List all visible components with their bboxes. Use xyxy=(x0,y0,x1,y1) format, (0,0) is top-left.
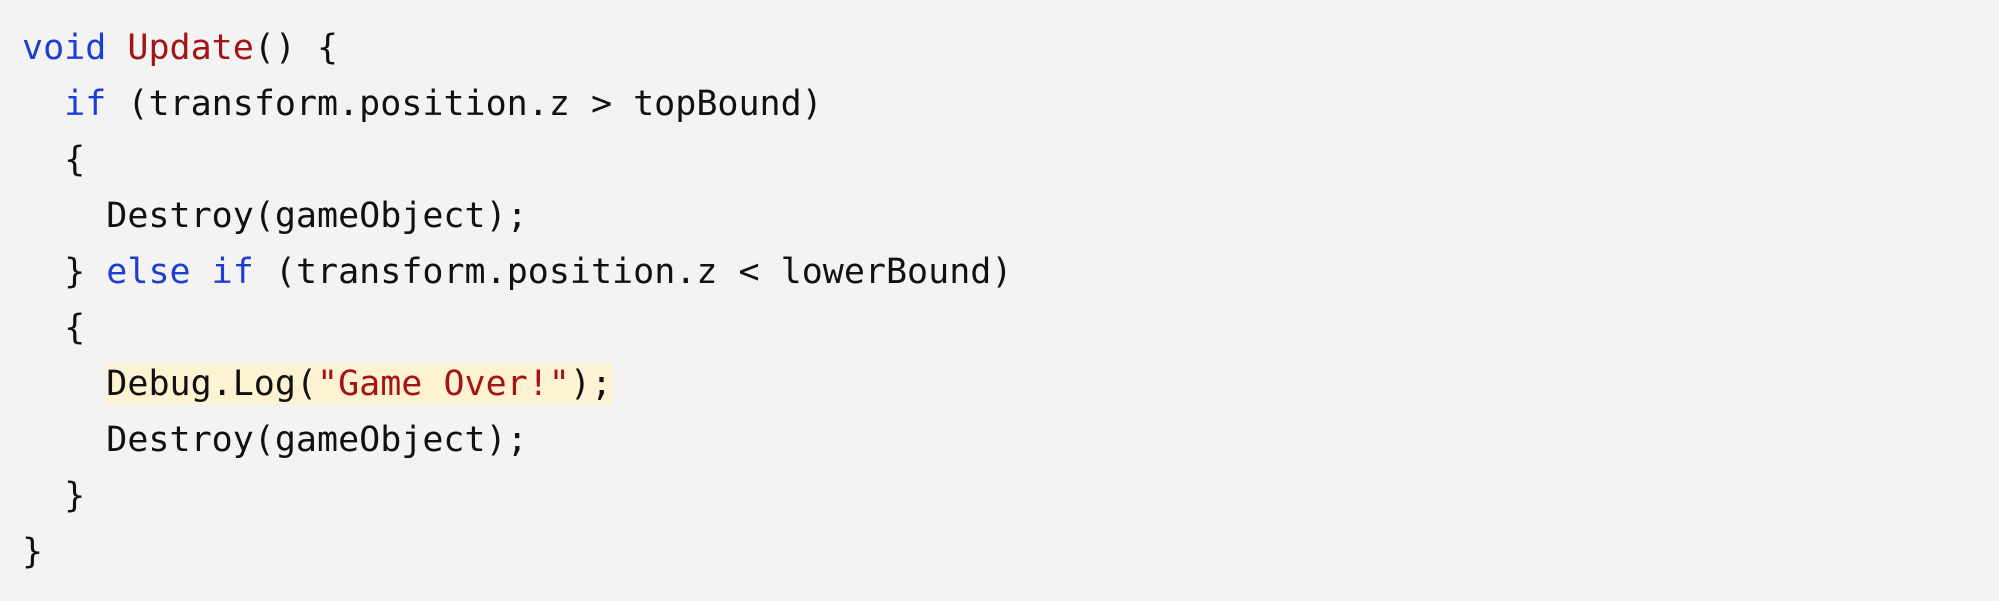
keyword-void: void xyxy=(22,28,107,68)
code-text: { xyxy=(22,140,86,180)
code-text: (transform.position.z < lowerBound) xyxy=(253,252,1013,292)
code-line-9: } xyxy=(22,468,1999,524)
code-text: (transform.position.z > topBound) xyxy=(106,84,823,124)
space xyxy=(191,252,212,292)
function-name-update: Update xyxy=(127,28,254,68)
code-line-10: } xyxy=(22,524,1999,580)
keyword-if: if xyxy=(64,84,107,124)
indent xyxy=(22,364,106,404)
indent xyxy=(22,84,64,124)
space xyxy=(106,28,127,68)
keyword-else: else xyxy=(106,252,191,292)
code-line-4: Destroy(gameObject); xyxy=(22,188,1999,244)
code-line-1: void Update() { xyxy=(22,20,1999,76)
code-text: } xyxy=(22,476,86,516)
code-text: Debug.Log( xyxy=(106,364,318,404)
code-text: } xyxy=(22,252,107,292)
code-text: Destroy(gameObject); xyxy=(22,196,528,236)
code-text: Destroy(gameObject); xyxy=(22,420,528,460)
code-line-5: } else if (transform.position.z < lowerB… xyxy=(22,244,1999,300)
code-text: { xyxy=(22,308,86,348)
code-line-8: Destroy(gameObject); xyxy=(22,412,1999,468)
code-text: ); xyxy=(569,364,613,404)
highlighted-statement: Debug.Log("Game Over!"); xyxy=(106,364,613,404)
code-line-2: if (transform.position.z > topBound) xyxy=(22,76,1999,132)
code-text: } xyxy=(22,532,44,572)
string-literal: "Game Over!" xyxy=(317,364,570,404)
code-line-7: Debug.Log("Game Over!"); xyxy=(22,356,1999,412)
code-line-6: { xyxy=(22,300,1999,356)
keyword-if: if xyxy=(211,252,254,292)
code-text: () { xyxy=(253,28,339,68)
code-line-3: { xyxy=(22,132,1999,188)
